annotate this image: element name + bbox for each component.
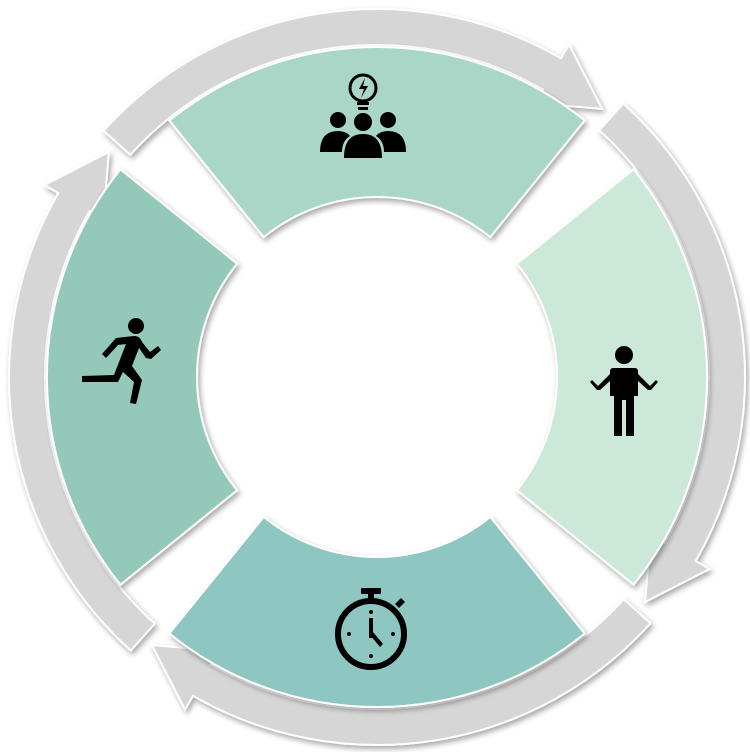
cycle-icons xyxy=(82,73,658,670)
arrow-bottom xyxy=(150,597,652,746)
arrow-top xyxy=(102,8,604,157)
arrow-left xyxy=(8,150,157,652)
team-lightbulb-icon xyxy=(320,73,406,158)
stopwatch-icon xyxy=(335,588,407,670)
segment-bottom xyxy=(167,515,587,709)
cycle-segments xyxy=(45,45,709,709)
person-shrugging-icon xyxy=(590,346,658,436)
person-running-icon xyxy=(82,318,161,404)
segment-left xyxy=(45,167,239,587)
cycle-arrows xyxy=(8,8,746,746)
arrow-right xyxy=(597,102,746,604)
